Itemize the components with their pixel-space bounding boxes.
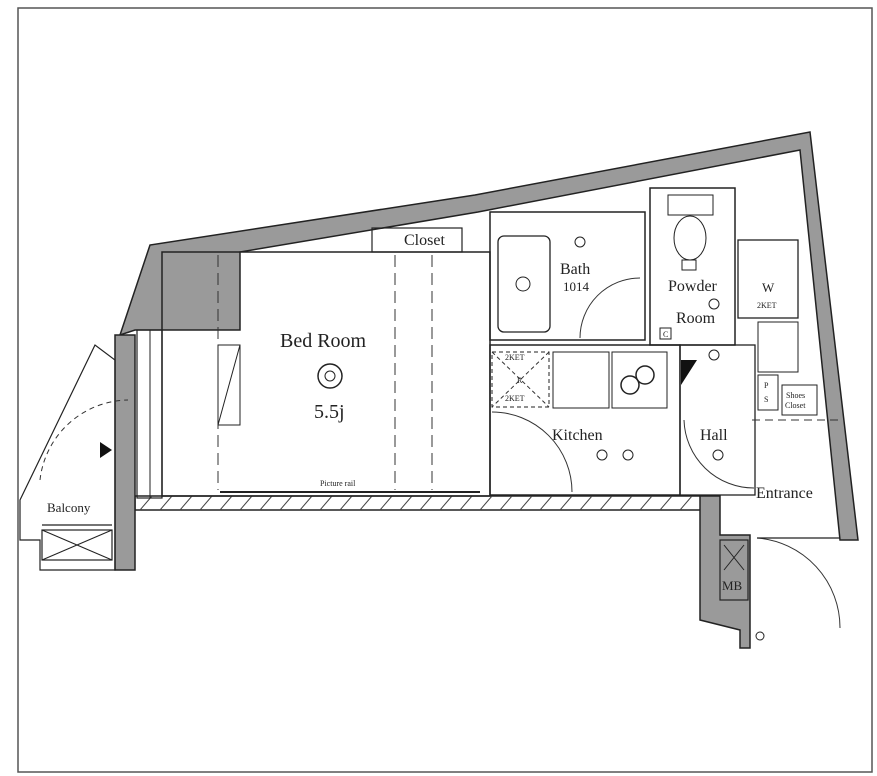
left-wall — [114, 334, 136, 571]
bedroom-area: 5.5j — [314, 401, 345, 423]
balcony-box — [41, 529, 113, 561]
toilet-bowl — [673, 215, 707, 261]
c-box — [659, 327, 672, 340]
fridge-diag-1 — [491, 351, 550, 408]
entry-arrow-icon — [100, 442, 112, 458]
powder-room-line1: Powder — [668, 278, 718, 295]
bath-size: 1014 — [563, 279, 590, 294]
burner-icon-2 — [635, 365, 655, 385]
entrance-label: Entrance — [756, 485, 813, 502]
bath-outline — [489, 211, 646, 341]
ps-line2: S — [764, 395, 768, 404]
bath-name: Bath — [560, 261, 590, 278]
ps-box — [757, 374, 779, 411]
mb-box — [719, 539, 749, 601]
ceiling-light-icon — [317, 363, 343, 389]
wardrobe — [217, 344, 241, 426]
powder-room-line2: Room — [676, 310, 716, 327]
hall-light-icon-2 — [712, 449, 724, 461]
cooktop — [611, 351, 668, 409]
outer-wall — [118, 131, 859, 541]
balcony-box-x2 — [41, 529, 113, 561]
ceiling-light-inner-icon — [324, 370, 336, 382]
shoes-closet-line2: Closet — [785, 401, 806, 410]
bath-door-swing — [579, 277, 641, 339]
kitchen-door-swing — [491, 411, 573, 493]
kitchen-sink — [552, 351, 610, 409]
shoes-closet-box — [781, 384, 818, 416]
fridge-2ket-bottom: 2KET — [505, 394, 525, 403]
balcony-outline — [19, 344, 116, 571]
toilet-tank — [667, 194, 714, 216]
washer-label: W — [762, 280, 775, 295]
washer-area — [737, 239, 799, 319]
doorbell-icon — [755, 631, 765, 641]
picture-rail-label: Picture rail — [320, 479, 356, 488]
bedroom-name: Bed Room — [280, 330, 367, 352]
wardrobe-diag — [217, 344, 241, 426]
bathtub — [497, 235, 551, 333]
hall-door-swing — [683, 419, 755, 489]
bottom-wall-hatch — [139, 495, 693, 511]
closet-label: Closet — [404, 232, 445, 249]
burner-icon — [620, 375, 640, 395]
sink-basin — [757, 321, 799, 373]
fridge-space — [491, 351, 550, 408]
fridge-r-mark: R — [517, 376, 523, 385]
hall-light-icon — [708, 349, 720, 361]
mb-label: MB — [722, 578, 743, 593]
balcony-label: Balcony — [47, 500, 91, 515]
c-mark: C — [663, 330, 668, 339]
kitchen-outline — [489, 344, 681, 496]
powder-light-icon — [708, 298, 720, 310]
right-lower-wall — [699, 495, 751, 649]
fridge-2ket-top: 2KET — [505, 353, 525, 362]
kitchen-light-icon — [596, 449, 608, 461]
bath-drain-icon — [515, 276, 531, 292]
closet-outline — [371, 227, 463, 253]
balcony-door-swing — [39, 399, 129, 481]
mb-x2 — [723, 544, 745, 571]
page-border — [17, 7, 873, 773]
shoes-closet-line1: Shoes — [786, 391, 805, 400]
ps-line1: P — [764, 381, 769, 390]
entry-door-swing — [756, 537, 841, 629]
bath-light-icon — [574, 236, 586, 248]
toilet-paper-icon — [681, 259, 697, 271]
kitchen-light-icon-2 — [622, 449, 634, 461]
kitchen-label: Kitchen — [552, 427, 603, 444]
hall-label: Hall — [700, 427, 728, 444]
fridge-diag-2 — [491, 351, 550, 408]
washer-2ket: 2KET — [757, 301, 777, 310]
stair-marker — [681, 360, 697, 385]
